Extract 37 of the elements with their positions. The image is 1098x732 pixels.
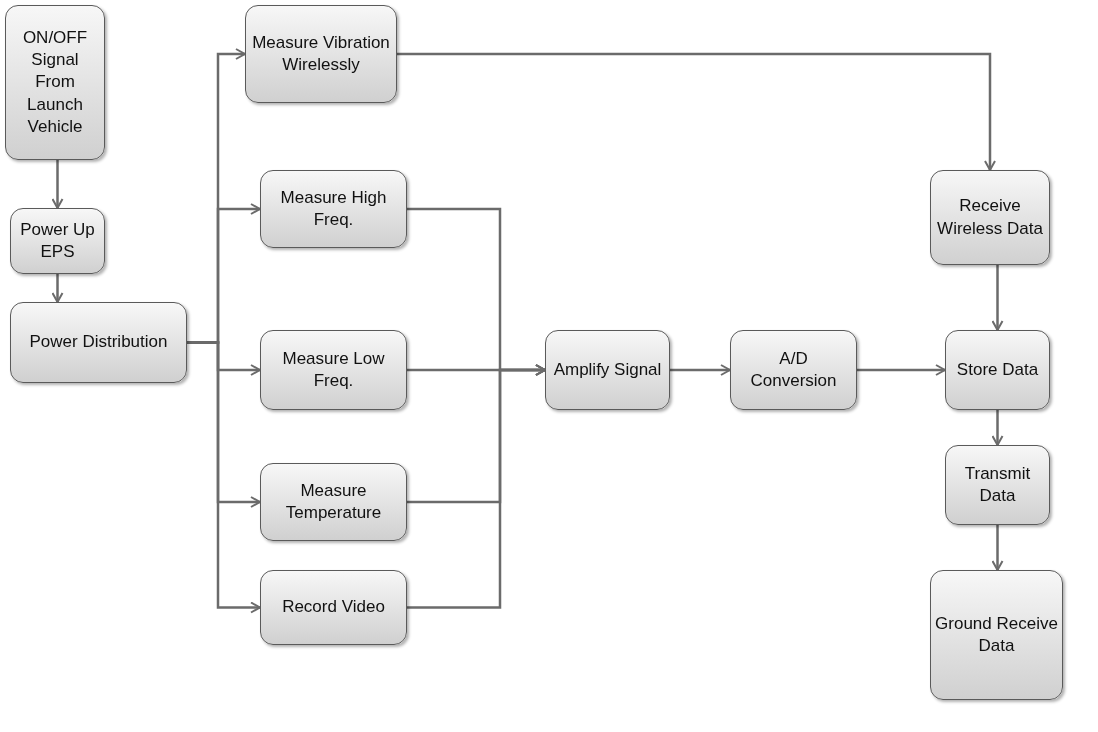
process-box: [730, 330, 857, 410]
process-box: [945, 330, 1050, 410]
arrow: [51, 160, 64, 209]
process-box: [930, 570, 1063, 700]
process-box: [260, 570, 407, 645]
process-box: [260, 463, 407, 541]
box-label: A/D Conversion: [749, 347, 838, 392]
box-label: Measure Temperature: [284, 479, 383, 524]
box-label: Receive Wireless Data: [936, 195, 1044, 240]
arrow: [51, 274, 64, 303]
process-box: [260, 330, 407, 410]
arrow: [991, 410, 1004, 446]
arrow: [991, 525, 1004, 571]
arrow: [857, 364, 946, 376]
box-label: Measure High Freq.: [279, 186, 388, 231]
box-label: Ground Receive Data: [935, 612, 1058, 657]
box-label: ON/OFF Signal From Launch Vehicle: [21, 27, 89, 138]
box-label: Measure Vibration Wirelessly: [251, 31, 391, 76]
arrow: [407, 364, 546, 609]
box-label: Record Video: [282, 596, 385, 619]
box-label: Measure Low Freq.: [281, 347, 386, 392]
process-box: [245, 5, 397, 103]
arrow: [397, 52, 996, 171]
box-label: Power Up EPS: [19, 218, 96, 263]
process-box: [10, 302, 187, 383]
arrow: [670, 364, 731, 376]
process-box: [945, 445, 1050, 525]
process-box: [10, 208, 105, 274]
process-box: [545, 330, 670, 410]
process-box: [930, 170, 1050, 265]
process-box: [5, 5, 105, 160]
box-label: Power Distribution: [29, 331, 168, 354]
arrow: [991, 265, 1004, 331]
box-label: Transmit Data: [963, 462, 1032, 507]
box-label: Store Data: [956, 358, 1039, 381]
process-box: [260, 170, 407, 248]
box-label: Amplify Signal: [553, 358, 662, 381]
